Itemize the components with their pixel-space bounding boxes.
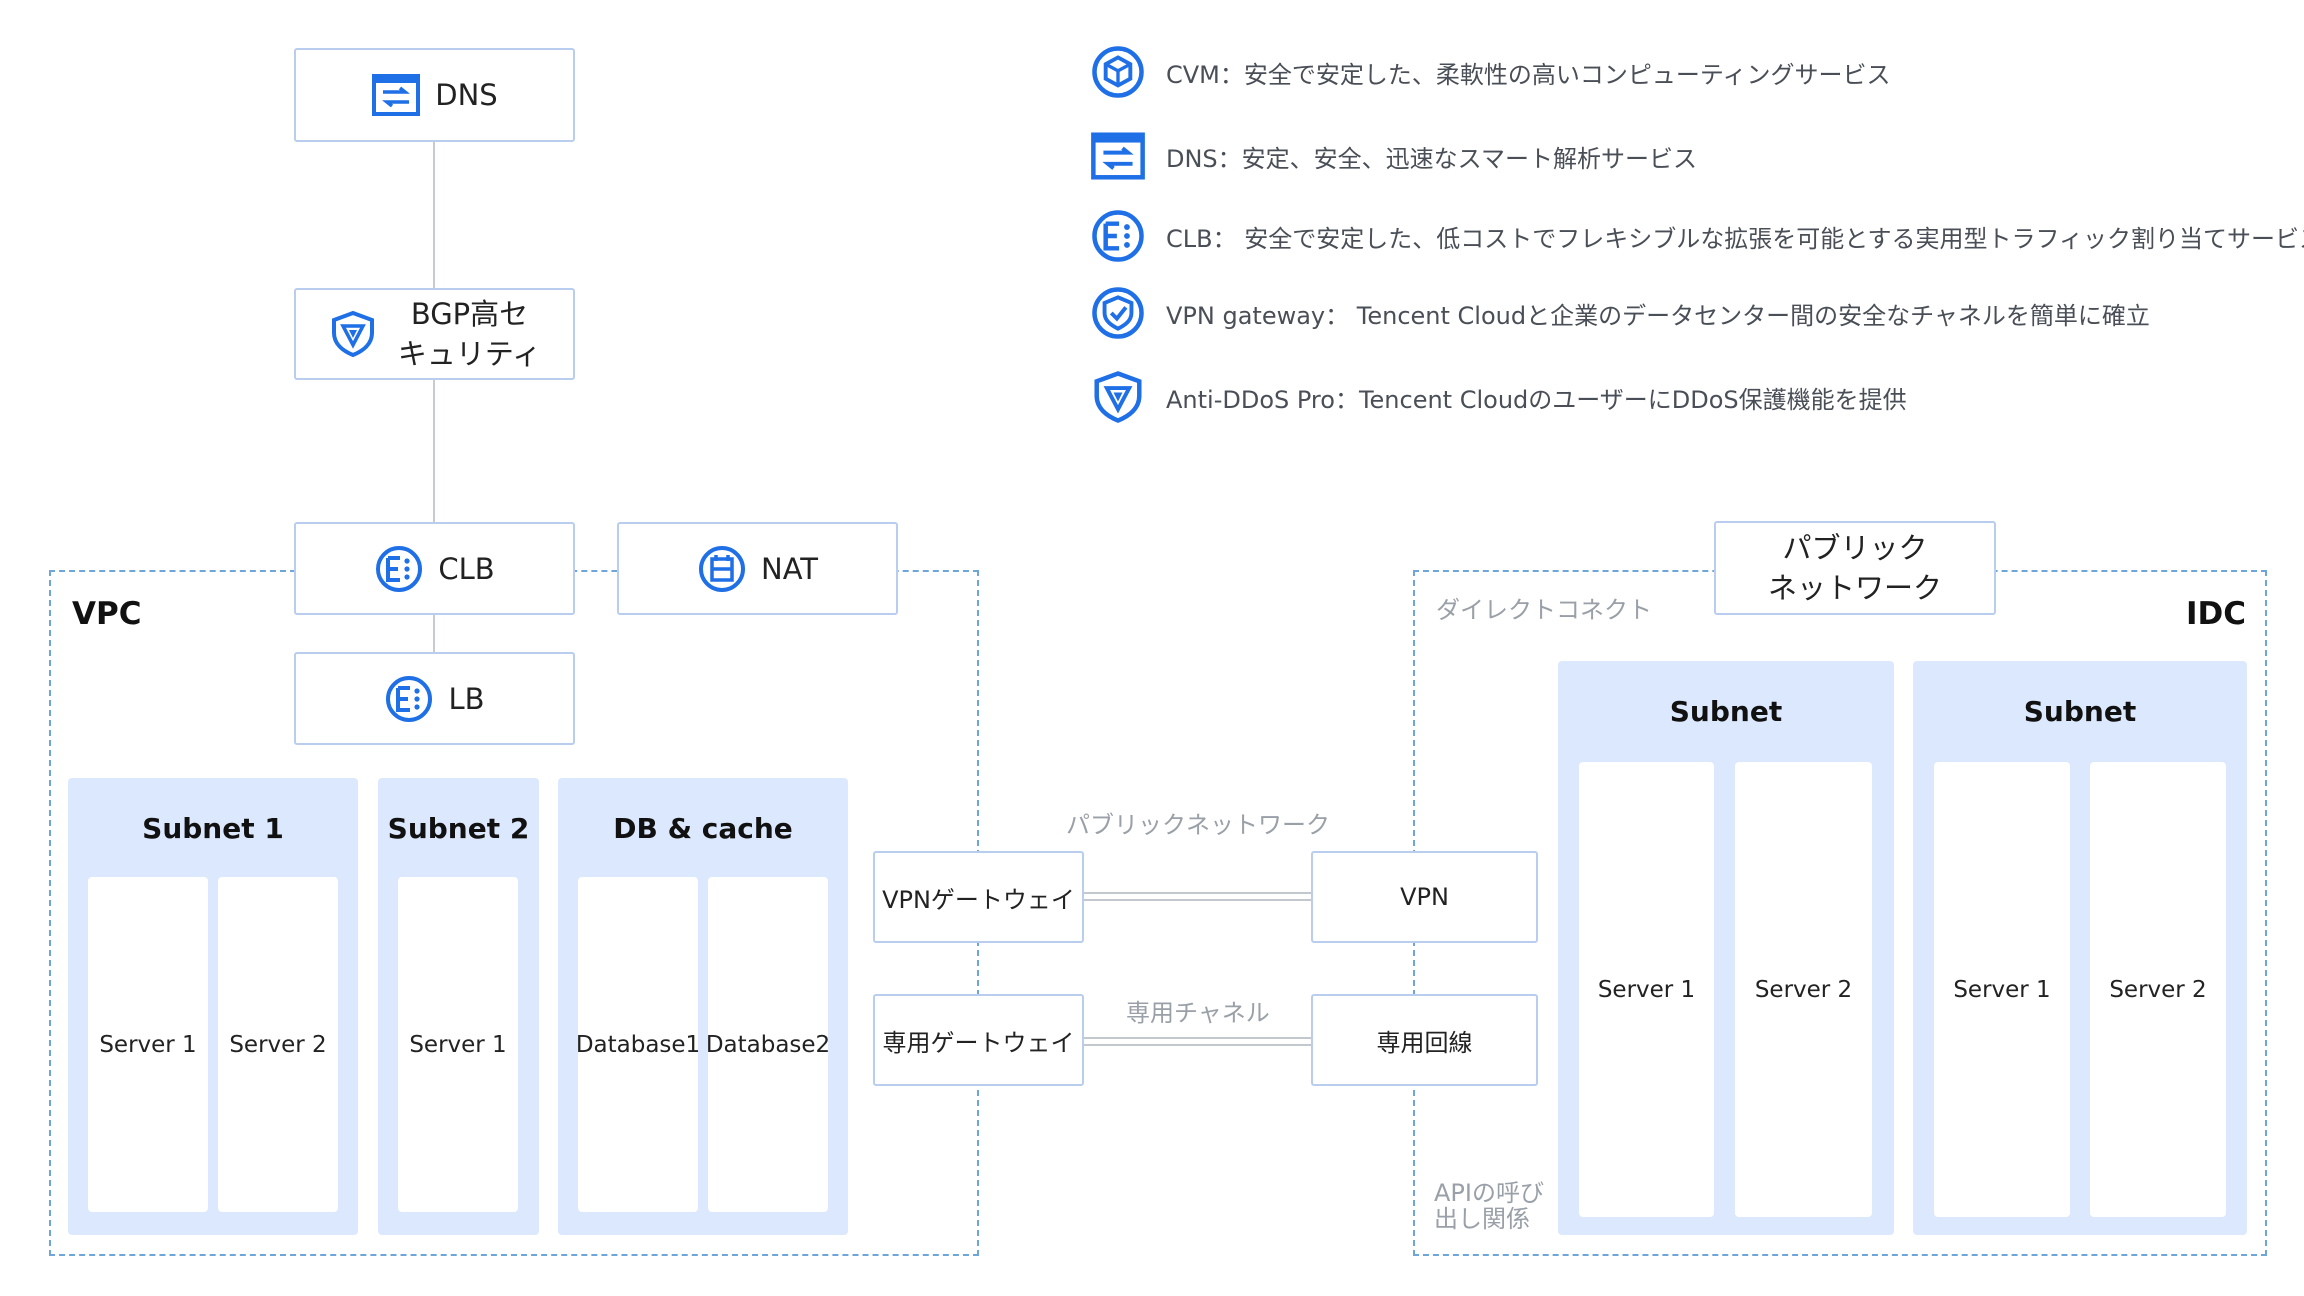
clb-label: CLB: [438, 551, 495, 586]
database-box[interactable]: Database2: [706, 877, 830, 1212]
dns-node[interactable]: DNS: [294, 48, 575, 142]
dedicated-line-node[interactable]: 専用回線: [1311, 994, 1538, 1086]
server-box[interactable]: Server 2: [218, 877, 338, 1212]
dns-icon: [371, 70, 421, 120]
vpc-db-cache: DB & cache Database1 Database2: [558, 778, 848, 1235]
legend-item-anti-ddos: Anti-DDoS Pro：Tencent CloudのユーザーにDDoS保護機…: [1090, 369, 1907, 425]
bgp-label-line2: キュリティ: [397, 337, 542, 371]
api-label-line1: APIの呼び: [1434, 1179, 1544, 1207]
database-box[interactable]: Database1: [576, 877, 700, 1212]
dedicated-gateway-node[interactable]: 専用ゲートウェイ: [873, 994, 1084, 1086]
bgp-label-line1: BGP高セ: [410, 297, 529, 331]
vpc-title: VPC: [72, 596, 142, 632]
connector-dns-bgp: [433, 142, 435, 288]
dns-icon: [1090, 128, 1146, 184]
subnet-title: Subnet: [2023, 695, 2137, 728]
vpn-gateway-icon: [1090, 285, 1146, 341]
vpn-link-line: [1084, 892, 1312, 901]
subnet-title: Subnet 2: [387, 812, 530, 845]
connector-bgp-clb: [433, 378, 435, 523]
bgp-node[interactable]: BGP高セ キュリティ: [294, 288, 575, 380]
legend-item-dns: DNS：安定、安全、迅速なスマート解析サービス: [1090, 128, 1697, 184]
public-network-line1: パブリック: [1782, 531, 1928, 565]
nat-node[interactable]: NAT: [617, 522, 898, 615]
legend-text: CVM：安全で安定した、柔軟性の高いコンピューティングサービス: [1166, 60, 1891, 89]
shield-icon: [1090, 369, 1146, 425]
clb-node[interactable]: CLB: [294, 522, 575, 615]
api-call-label: APIの呼び 出し関係: [1434, 1180, 1544, 1232]
dedicated-link-line: [1084, 1037, 1312, 1046]
legend-item-clb: CLB： 安全で安定した、低コストでフレキシブルな拡張を可能とする実用型トラフィ…: [1090, 208, 2304, 264]
public-network-label: パブリックネットワーク: [1066, 811, 1330, 839]
vpc-subnet-1: Subnet 1 Server 1 Server 2: [68, 778, 358, 1235]
clb-icon: [1090, 208, 1146, 264]
nat-icon: [697, 544, 747, 594]
legend-text: Anti-DDoS Pro：Tencent CloudのユーザーにDDoS保護機…: [1166, 385, 1907, 414]
legend-item-vpn-gateway: VPN gateway： Tencent Cloudと企業のデータセンター間の安…: [1090, 285, 2150, 341]
vpc-subnet-2: Subnet 2 Server 1: [378, 778, 539, 1235]
dedicated-channel-label: 専用チャネル: [1126, 999, 1270, 1027]
clb-icon: [384, 674, 434, 724]
public-network-line2: ネットワーク: [1767, 571, 1942, 605]
connector-clb-lb: [433, 613, 435, 653]
direct-connect-label: ダイレクトコネクト: [1436, 596, 1652, 624]
server-box[interactable]: Server 2: [1735, 762, 1872, 1217]
server-box[interactable]: Server 1: [1934, 762, 2070, 1217]
subnet-title: DB & cache: [613, 812, 793, 845]
subnet-title: Subnet: [1669, 695, 1783, 728]
legend-text: DNS：安定、安全、迅速なスマート解析サービス: [1166, 144, 1697, 173]
idc-subnet-a: Subnet Server 1 Server 2: [1558, 661, 1894, 1235]
dns-label: DNS: [435, 78, 498, 112]
lb-node[interactable]: LB: [294, 652, 575, 745]
vpn-gateway-node[interactable]: VPNゲートウェイ: [873, 851, 1084, 943]
server-box[interactable]: Server 1: [88, 877, 208, 1212]
cvm-icon: [1090, 44, 1146, 100]
legend-item-cvm: CVM：安全で安定した、柔軟性の高いコンピューティングサービス: [1090, 44, 1890, 100]
server-box[interactable]: Server 2: [2090, 762, 2226, 1217]
idc-subnet-b: Subnet Server 1 Server 2: [1913, 661, 2247, 1235]
idc-title: IDC: [2186, 596, 2247, 632]
server-box[interactable]: Server 1: [398, 877, 518, 1212]
legend-text: CLB： 安全で安定した、低コストでフレキシブルな拡張を可能とする実用型トラフィ…: [1166, 224, 2304, 253]
subnet-title: Subnet 1: [142, 812, 284, 845]
nat-label: NAT: [761, 551, 818, 586]
idc-public-network-node[interactable]: パブリック ネットワーク: [1714, 521, 1996, 615]
server-box[interactable]: Server 1: [1579, 762, 1714, 1217]
vpn-node[interactable]: VPN: [1311, 851, 1538, 943]
legend-text: VPN gateway： Tencent Cloudと企業のデータセンター間の安…: [1166, 301, 2150, 330]
clb-icon: [374, 544, 424, 594]
lb-label: LB: [448, 681, 485, 716]
api-label-line2: 出し関係: [1434, 1205, 1530, 1233]
shield-icon: [328, 309, 378, 359]
